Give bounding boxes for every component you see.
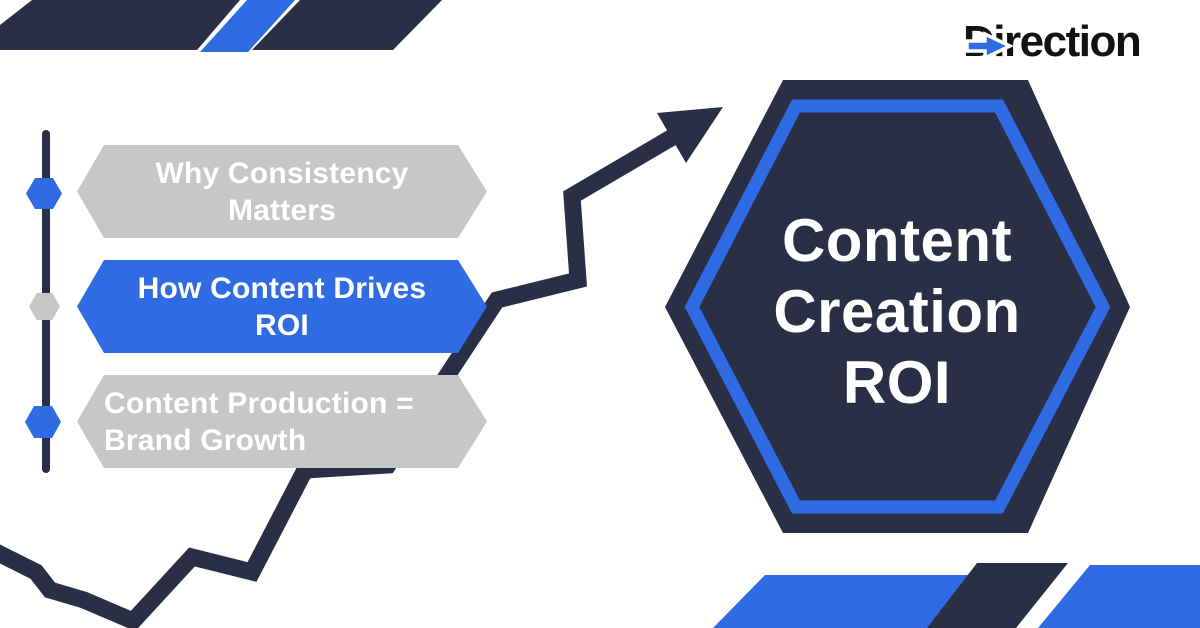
top-left-stripe-navy-2 xyxy=(252,0,442,50)
banner-label-line2: Brand Growth xyxy=(104,423,307,457)
hexagon-inner-border xyxy=(684,99,1111,514)
growth-arrowhead xyxy=(657,107,723,163)
logo-wordmark-rest: irection xyxy=(993,17,1141,66)
hexagon-title-line1: Content xyxy=(781,207,1013,274)
banner-why-consistency-matters: Why Consistency Matters xyxy=(77,145,487,238)
growth-zigzag-line xyxy=(0,127,681,628)
banner-label: How Content Drives ROI xyxy=(137,271,427,342)
bottom-right-stripe-blue-2 xyxy=(1038,565,1200,628)
banner-label: Content Production = xyxy=(104,386,414,420)
top-left-stripe-navy-1 xyxy=(0,0,240,50)
bottom-right-stripe-navy xyxy=(927,563,1068,628)
banner-how-content-drives-roi: How Content Drives ROI xyxy=(77,260,487,353)
logo-d-arrow-icon xyxy=(965,31,1015,61)
top-left-stripe-blue xyxy=(200,0,295,52)
hexagon-title: Content Creation ROI xyxy=(697,205,1097,418)
banner-content-production-brand-growth: Content Production =Brand Growth xyxy=(77,375,487,468)
hexagon-title-line2: Creation xyxy=(773,278,1021,345)
bottom-right-stripe-blue-1 xyxy=(713,575,977,628)
banner-label: Why Consistency Matters xyxy=(155,156,409,227)
hexagon-title-line3: ROI xyxy=(842,349,952,416)
timeline-bullet-hexagon-1 xyxy=(26,178,62,209)
timeline-bullet-hexagon-3 xyxy=(25,406,61,438)
hexagon-outer xyxy=(665,80,1130,533)
timeline-bullet-hexagon-2 xyxy=(29,293,60,320)
blue-right-arrow xyxy=(965,31,1015,61)
